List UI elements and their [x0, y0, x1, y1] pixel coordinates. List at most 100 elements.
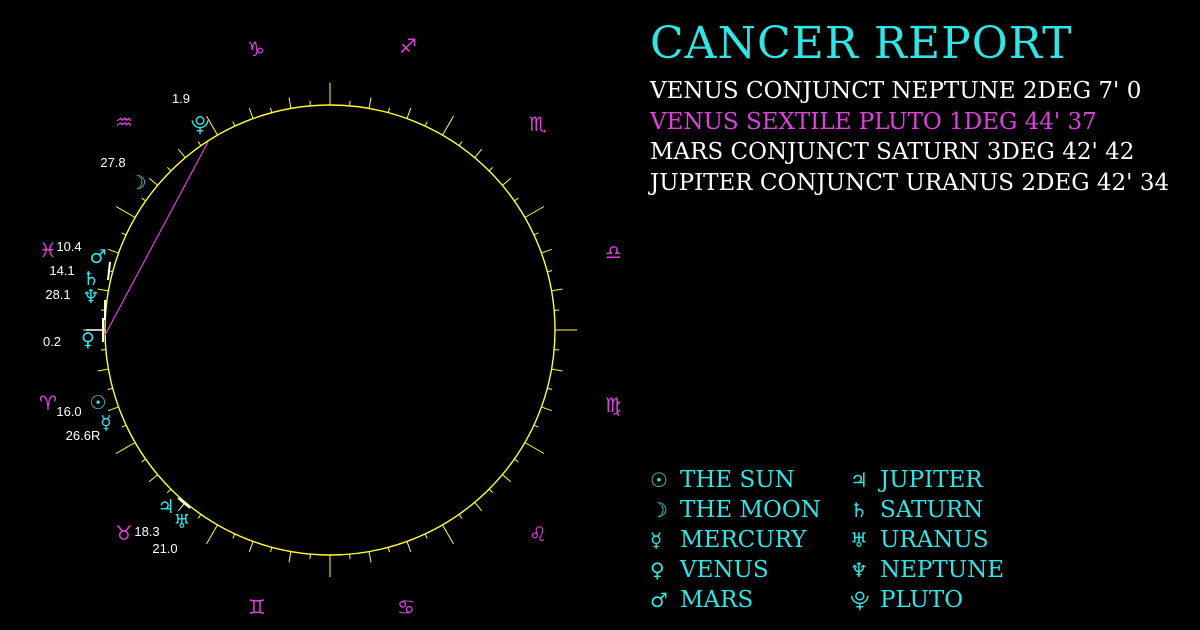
degree-tick	[288, 97, 292, 109]
aspect-item: VENUS SEXTILE PLUTO 1DEG 44' 37	[650, 108, 1097, 135]
sun-icon: ☉	[89, 392, 106, 414]
degree-tick	[177, 148, 186, 158]
moon-icon: ☽	[650, 498, 668, 522]
sun-icon: ☉	[650, 468, 668, 492]
degree-tick	[167, 167, 172, 172]
leo-icon: ♌	[529, 522, 547, 546]
degree-tick	[121, 424, 127, 428]
degree-tick	[368, 97, 372, 109]
uranus-icon: ♅	[850, 528, 868, 552]
degree-tick	[488, 488, 493, 493]
degree-tick	[368, 551, 372, 563]
degree-tick	[533, 232, 539, 236]
saturn-icon: ♄	[850, 498, 868, 522]
mars-icon: ♂	[89, 246, 106, 268]
legend-label: NEPTUNE	[880, 557, 1005, 583]
planet-glyphs: ⯓ ☽ ♂ ♄ ♆ ♀ ☉ ☿ ♃ ♅	[81, 114, 209, 533]
pluto-icon: ⯓	[850, 588, 870, 612]
degree-label: 1.9	[172, 91, 190, 106]
degree-tick	[115, 442, 136, 454]
legend-label: JUPITER	[880, 467, 983, 493]
mars-icon: ♂	[650, 588, 668, 612]
zodiac-ring	[104, 104, 556, 556]
degree-tick	[232, 533, 236, 539]
neptune-icon: ♆	[850, 558, 868, 582]
degree-tick	[167, 488, 172, 493]
degree-tick	[148, 177, 158, 186]
legend-label: SATURN	[880, 497, 984, 523]
degree-tick	[514, 458, 519, 463]
planet-degrees: 1.9 27.8 10.4 14.1 28.1 0.2 16.0 26.6R 1…	[43, 91, 190, 556]
venus-icon: ♀	[650, 558, 665, 582]
virgo-icon: ♍	[605, 393, 620, 417]
pluto-icon: ⯓	[191, 114, 210, 136]
degree-tick	[488, 167, 493, 172]
degree-tick	[547, 269, 553, 273]
degree-tick	[533, 424, 539, 428]
planet-legend: ☉ THE SUN ♃JUPITER ☽THE MOON ♄ SATURN ☿ MER…	[650, 467, 1050, 614]
legend-item-mercury: ☿ MERCURY	[650, 527, 850, 554]
cancer-icon: ♋	[397, 595, 415, 619]
jupiter-icon: ♃	[157, 496, 174, 518]
degree-tick	[141, 458, 146, 463]
mercury-icon: ☿	[650, 528, 663, 552]
legend-item-moon: ☽THE MOON	[650, 497, 850, 524]
degree-tick	[248, 108, 254, 119]
degree-label: 16.0	[56, 404, 81, 419]
degree-tick	[551, 368, 563, 372]
legend-item-venus: ♀VENUS	[650, 557, 850, 584]
degree-tick	[424, 533, 428, 539]
degree-tick	[514, 197, 519, 202]
aspect-item: JUPITER CONJUNCT URANUS 2DEG 42' 34	[650, 169, 1170, 196]
degree-tick	[474, 502, 483, 512]
legend-item-uranus: ♅ URANUS	[850, 527, 1050, 554]
degree-ticks	[83, 83, 577, 577]
aries-icon: ♈	[39, 391, 57, 415]
degree-tick	[141, 197, 146, 202]
degree-tick	[197, 141, 202, 146]
degree-tick	[232, 121, 236, 127]
sagittarius-icon: ♐	[399, 34, 417, 58]
legend-item-sun: ☉ THE SUN	[650, 467, 850, 494]
legend-label: THE SUN	[680, 467, 795, 493]
degree-tick	[547, 387, 553, 391]
pisces-icon: ♓	[39, 238, 57, 262]
degree-tick	[406, 541, 412, 552]
aspect-item: MARS CONJUNCT SATURN 3DEG 42' 42	[650, 139, 1135, 165]
degree-tick	[524, 206, 545, 218]
legend-label: PLUTO	[880, 587, 964, 613]
legend-item-jupiter: ♃JUPITER	[850, 467, 1050, 494]
capricorn-icon: ♑	[247, 37, 265, 61]
scorpio-icon: ♏	[529, 112, 547, 136]
legend-label: URANUS	[880, 527, 989, 553]
degree-tick	[424, 121, 428, 127]
moon-icon: ☽	[129, 172, 146, 194]
degree-tick	[551, 288, 563, 292]
degree-tick	[387, 107, 391, 113]
degree-tick	[442, 115, 454, 136]
degree-tick	[148, 474, 158, 483]
degree-tick	[502, 177, 512, 186]
legend-item-saturn: ♄ SATURN	[850, 497, 1050, 524]
degree-label: 0.2	[43, 334, 61, 349]
aspect-item: VENUS CONJUNCT NEPTUNE 2DEG 7' 0	[650, 78, 1142, 104]
mercury-icon: ☿	[100, 412, 112, 434]
degree-label: 14.1	[49, 263, 74, 278]
degree-tick	[474, 148, 483, 158]
degree-tick	[197, 514, 202, 519]
libra-icon: ♎	[605, 240, 620, 264]
chart-wheel: ♑ ♐ ♏ ♎ ♍ ♌ ♋ ♊ ♉ ♈ ♓ ♒ ⯓ ☽ ♂ ♄ ♆ ♀ ☉ ☿ …	[39, 34, 620, 619]
degree-label: 27.8	[100, 155, 125, 170]
legend-item-pluto: ⯓ PLUTO	[850, 587, 1050, 614]
uranus-icon: ♅	[173, 511, 190, 533]
legend-label: MERCURY	[680, 527, 807, 553]
degree-tick	[97, 368, 109, 372]
venus-icon: ♀	[81, 329, 95, 351]
degree-tick	[107, 387, 113, 391]
legend-item-neptune: ♆ NEPTUNE	[850, 557, 1050, 584]
saturn-icon: ♄	[82, 268, 99, 290]
degree-tick	[458, 514, 463, 519]
degree-label: 18.3	[134, 524, 159, 539]
degree-tick	[108, 248, 119, 254]
aspect-list: VENUS CONJUNCT NEPTUNE 2DEG 7' 0 VENUS S…	[650, 76, 1169, 198]
